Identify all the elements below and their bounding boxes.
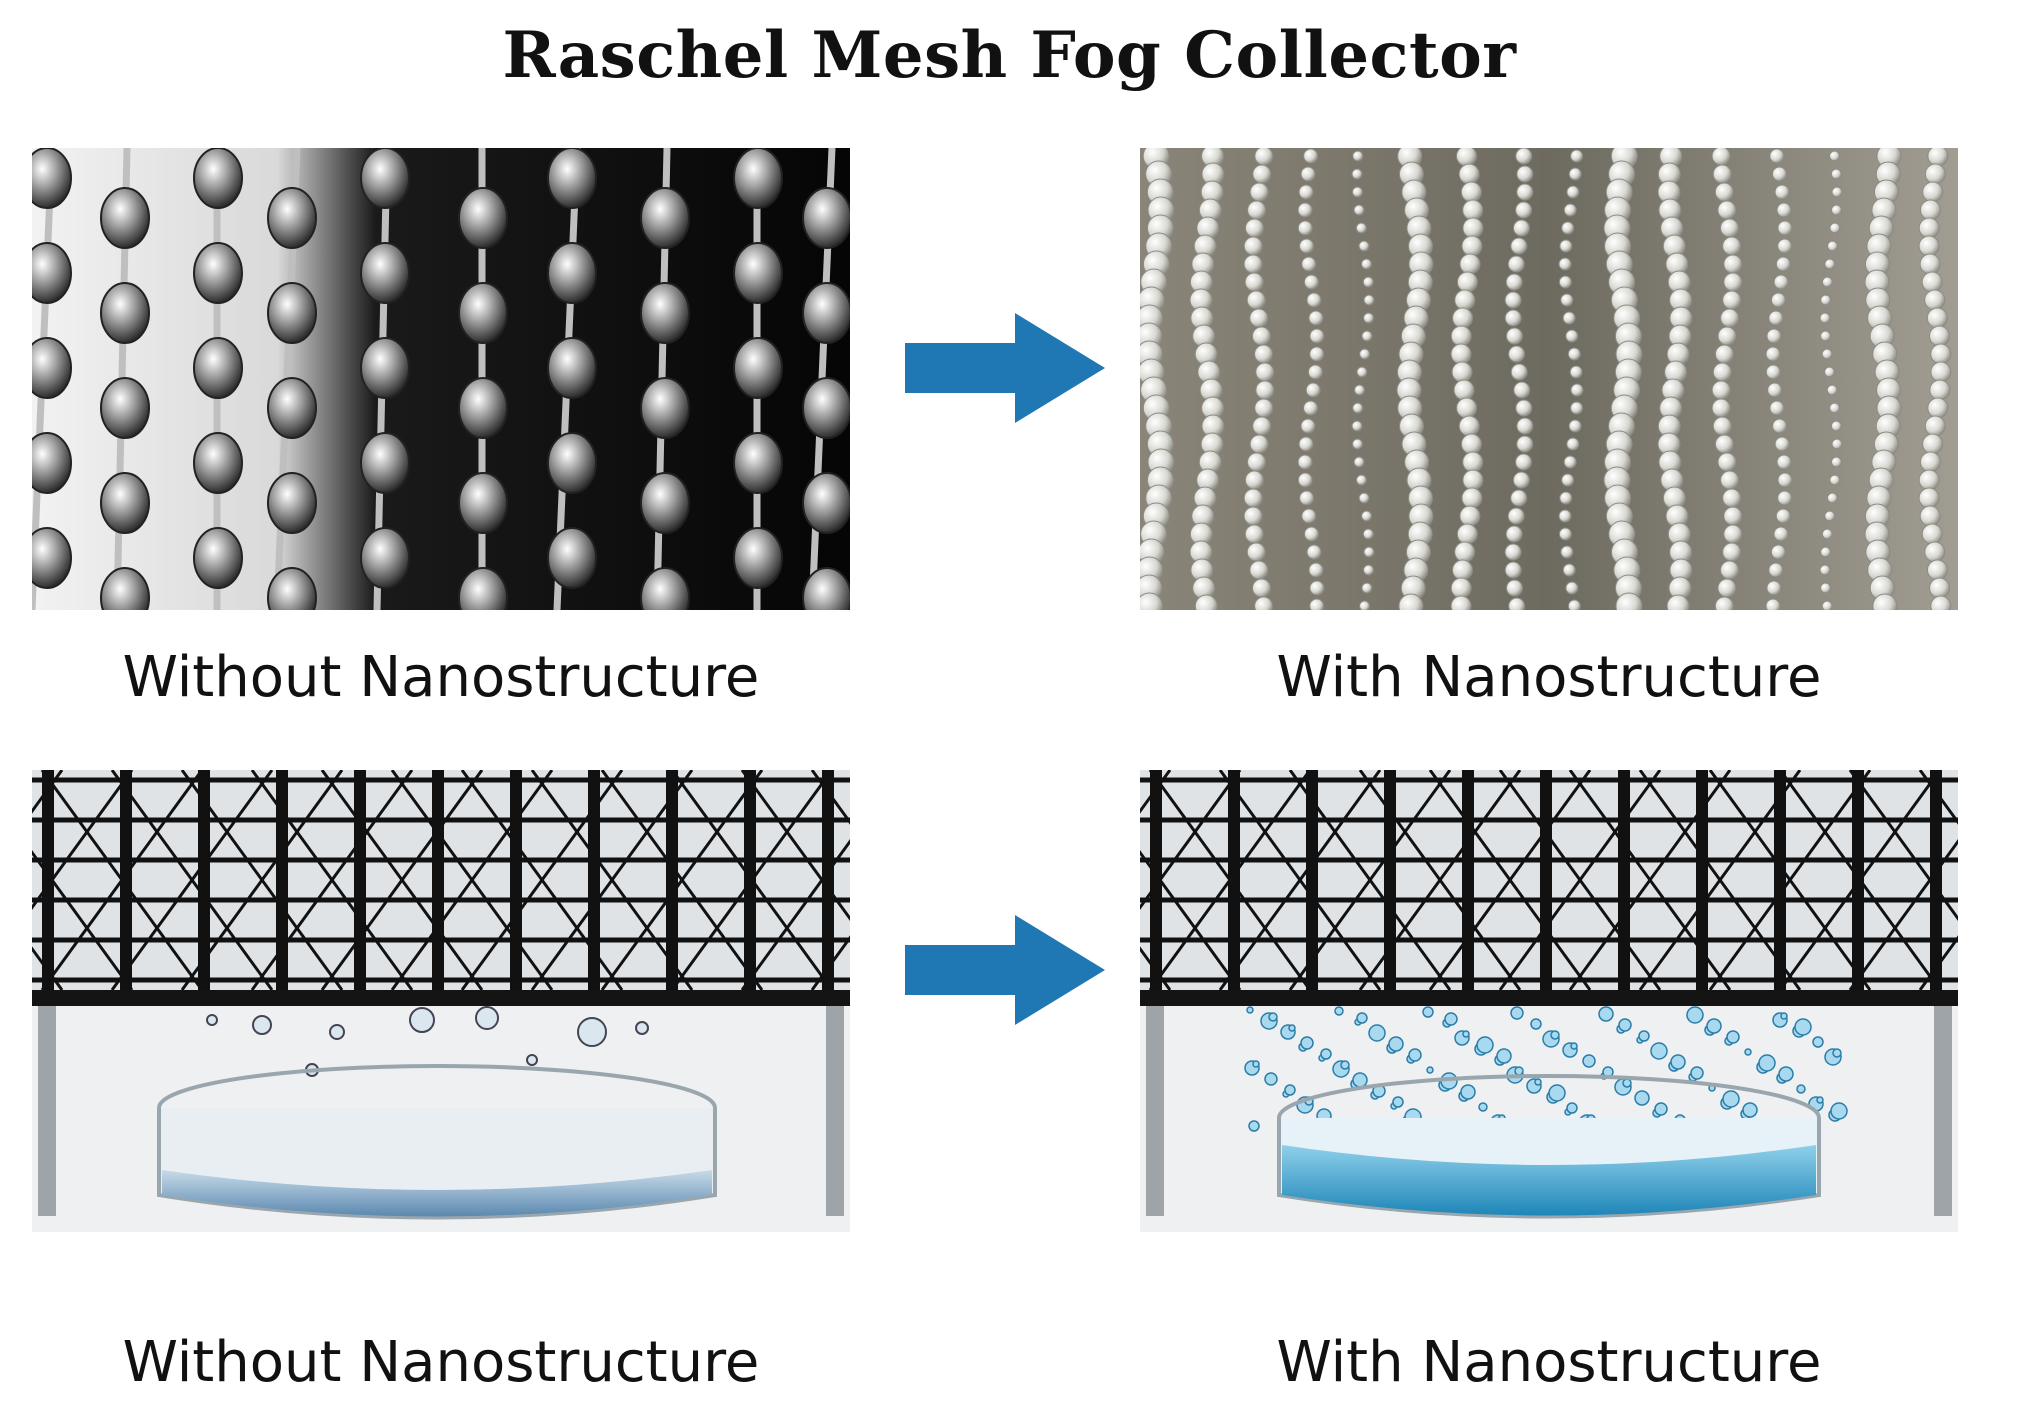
caption-bottom-right: With Nanostructure: [1276, 1330, 1822, 1395]
figure-title: Raschel Mesh Fog Collector: [502, 18, 1517, 93]
photo-mesh-with-nanostructure-closeup: [1140, 148, 1958, 610]
photo-collection-without-nanostructure: [32, 770, 850, 1232]
photo-mesh-without-nanostructure-closeup: [32, 148, 850, 610]
right-arrow-icon: [905, 313, 1105, 423]
photo-collection-with-nanostructure: [1140, 770, 1958, 1232]
caption-top-right: With Nanostructure: [1276, 645, 1822, 710]
caption-bottom-left: Without Nanostructure: [122, 1330, 760, 1395]
right-arrow-icon: [905, 915, 1105, 1025]
caption-top-left: Without Nanostructure: [122, 645, 760, 710]
